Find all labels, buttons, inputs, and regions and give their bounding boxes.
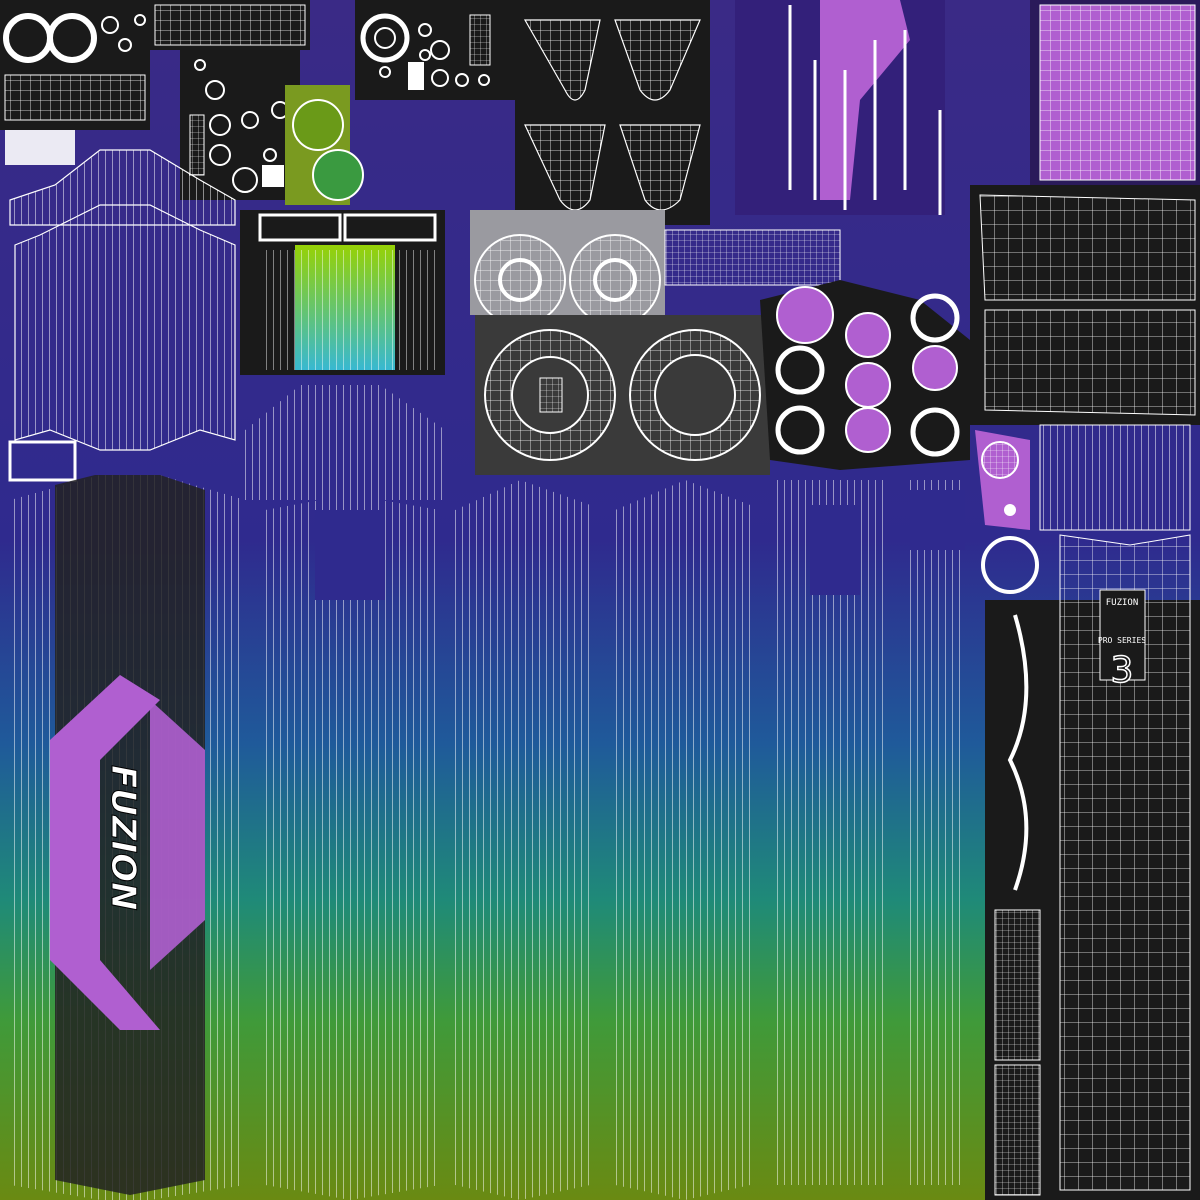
wheel-rings-island xyxy=(475,315,770,475)
grip-grid-island xyxy=(1030,0,1200,185)
hardware-parts-island xyxy=(355,0,515,100)
deck-panel-6 xyxy=(905,480,965,1185)
brand-text: FUZION xyxy=(103,765,143,911)
bearings-island xyxy=(760,280,970,470)
grip-end-island xyxy=(1039,424,1191,531)
small-parts-island xyxy=(0,0,310,200)
deck-panel-3 xyxy=(455,480,590,1200)
deck-panel-5 xyxy=(775,480,885,1185)
bolt-island xyxy=(975,430,1039,594)
series-number: 3 xyxy=(1111,650,1134,691)
fork-arms-island xyxy=(515,0,710,225)
deck-panel-4 xyxy=(615,480,750,1200)
wheel-hubs-island xyxy=(470,210,665,326)
left-clamp-island xyxy=(5,130,236,482)
wheel-tread-island xyxy=(664,229,841,286)
series-label: PRO SERIES xyxy=(1098,636,1146,645)
tape-grid-island xyxy=(970,185,1200,425)
green-caps-island xyxy=(285,85,364,205)
deck-graphic xyxy=(50,475,205,1195)
series-logo-text: FUZION xyxy=(1106,598,1139,608)
deck-panel-2 xyxy=(265,500,440,1200)
grip-tape-panel xyxy=(985,534,1200,1200)
center-clamp-island xyxy=(240,210,445,500)
purple-stripes-island xyxy=(735,0,945,215)
